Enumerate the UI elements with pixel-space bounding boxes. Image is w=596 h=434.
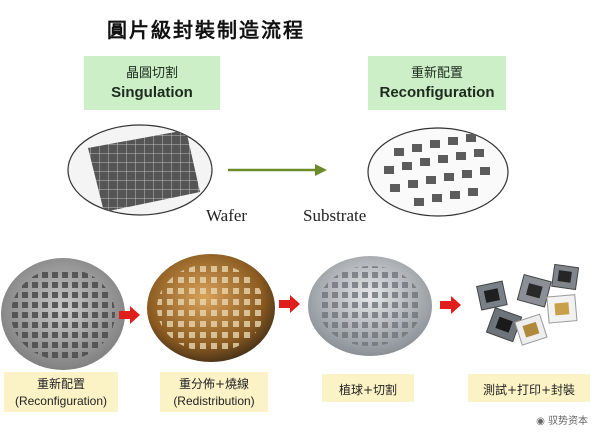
packaged-chips-photo [476, 263, 580, 346]
redistribution-wafer-photo [147, 254, 275, 362]
red-arrow-icon-2 [279, 295, 300, 313]
step-bumping-dicing: 植球+切割 [322, 374, 414, 402]
singulation-wafer-image [67, 124, 213, 216]
step-redistribution-en: (Redistribution) [173, 394, 255, 408]
reconfiguration-label-cn: 重新配置 [410, 66, 463, 81]
step-bumping-dicing-cn: 植球+切割 [338, 383, 398, 397]
singulation-label-box: 晶圓切割 Singulation [84, 56, 220, 110]
singulation-label-en: Singulation [111, 84, 193, 101]
wechat-icon: ◉ [536, 416, 548, 427]
step-reconfiguration-en: (Reconfiguration) [14, 394, 108, 408]
step-redistribution-cn: 重分佈+燒線 [178, 377, 250, 391]
page-title: 圓片級封裝制造流程 [107, 18, 305, 42]
singulation-label-cn: 晶圓切割 [125, 66, 178, 81]
step-test-mark-package: 測試+打印+封裝 [468, 374, 590, 402]
red-arrow-icon-3 [440, 296, 461, 314]
step-redistribution: 重分佈+燒線 (Redistribution) [160, 372, 268, 412]
step-test-mark-package-cn: 測試+打印+封裝 [482, 383, 576, 397]
step-reconfiguration: 重新配置 (Reconfiguration) [4, 372, 118, 412]
bumping-dicing-wafer-photo [308, 256, 432, 356]
wafer-label: Wafer [206, 206, 248, 225]
reconfiguration-label-en: Reconfiguration [379, 84, 495, 101]
reconfiguration-label-box: 重新配置 Reconfiguration [368, 56, 506, 110]
watermark-text: 驭势资本 [548, 416, 588, 427]
red-arrow-icon-1 [119, 306, 140, 324]
substrate-label: Substrate [303, 206, 367, 225]
reconfigured-substrate-image [367, 127, 509, 217]
watermark: ◉ 驭势资本 [536, 412, 588, 427]
green-arrow-icon [228, 164, 327, 176]
reconfiguration-wafer-photo [1, 258, 125, 370]
step-reconfiguration-cn: 重新配置 [36, 377, 85, 391]
